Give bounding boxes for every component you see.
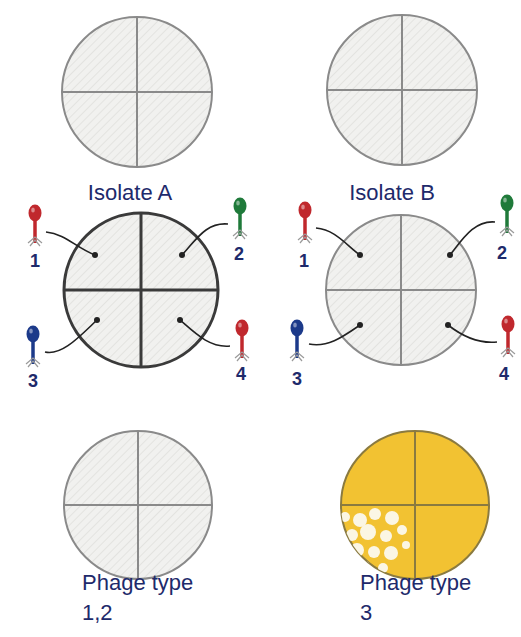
phage-number: 1 — [30, 251, 40, 273]
phage-number: 2 — [497, 243, 507, 265]
phage-number: 4 — [499, 364, 509, 386]
phage-type-label: Phage type 1,2 — [82, 568, 207, 627]
phage-number: 1 — [299, 251, 309, 273]
phage-number: 3 — [292, 369, 302, 391]
agar-plate — [327, 15, 477, 165]
lawn-plate — [340, 431, 489, 579]
inoculation-spots — [92, 252, 453, 328]
phage-number: 2 — [234, 244, 244, 266]
bacteriophage-symbol — [290, 320, 304, 362]
agar-plate — [62, 17, 212, 167]
isolate-label: Isolate A — [88, 180, 172, 206]
phage-number: 4 — [236, 364, 246, 386]
phage-number: 3 — [28, 371, 38, 393]
inoculation-lines — [45, 222, 497, 353]
bacteriophage-symbol — [500, 195, 514, 237]
bacteriophage-symbol — [235, 320, 249, 362]
agar-plate — [64, 213, 218, 367]
agar-plate — [326, 215, 476, 365]
bacteriophage-symbol — [26, 326, 40, 368]
bacteriophage-symbol — [28, 205, 42, 247]
bacteriophage-symbol — [233, 198, 247, 240]
phage-type-label: Phage type 3 — [360, 568, 485, 627]
bacteriophage-symbol — [501, 316, 515, 358]
agar-plate — [64, 431, 212, 579]
isolate-label: Isolate B — [349, 180, 435, 206]
bacteriophage-symbol — [298, 202, 312, 244]
plaques — [340, 508, 410, 573]
